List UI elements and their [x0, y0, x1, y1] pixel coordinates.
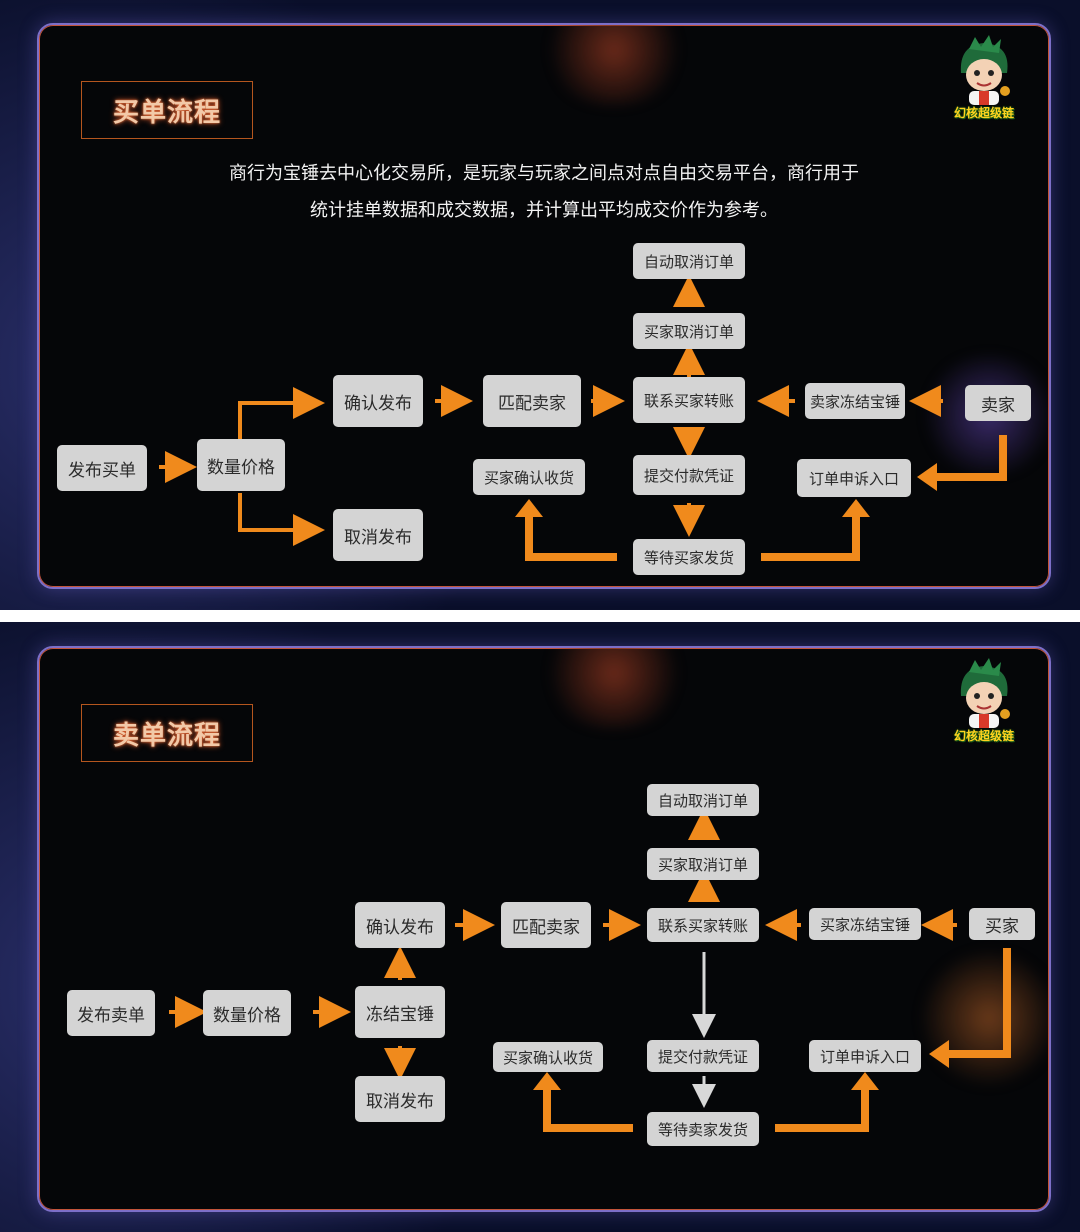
arrow [238, 387, 325, 440]
arrow-thick [775, 1088, 869, 1132]
arrow-thick [525, 515, 617, 561]
brand-logo: 幻核超级链 [939, 35, 1029, 125]
arrow-thick [761, 515, 860, 561]
arrow-thick [933, 435, 1007, 481]
buy-flow-arrows [159, 275, 1007, 561]
node-auto-cancel: 自动取消订单 [647, 784, 759, 816]
logo-text: 幻核超级链 [953, 729, 1014, 743]
arrowhead [533, 1072, 561, 1090]
brand-logo: 幻核超级链 [939, 658, 1029, 748]
sell-title-box: 卖单流程 [81, 704, 253, 762]
node-submit-proof: 提交付款凭证 [647, 1040, 759, 1072]
arrowhead [929, 1040, 949, 1068]
node-seller-freeze: 卖家冻结宝锤 [805, 383, 905, 419]
monkey-mascot-icon [960, 658, 1010, 728]
node-buyer-confirm: 买家确认收货 [473, 459, 585, 495]
node-confirm-publish: 确认发布 [355, 902, 445, 948]
arrowhead [842, 499, 870, 517]
separator [0, 610, 1080, 622]
sell-flow-panel: 卖单流程 幻核超级链 [37, 646, 1051, 1212]
node-match-buyer: 匹配卖家 [501, 902, 591, 948]
node-cancel-publish: 取消发布 [333, 509, 423, 561]
node-wait-ship: 等待卖家发货 [647, 1112, 759, 1146]
arrowhead [917, 463, 937, 491]
sell-flow-arrows [169, 808, 1011, 1132]
buy-description-line-1: 商行为宝锤去中心化交易所，是玩家与玩家之间点对点自由交易平台，商行用于 [229, 163, 859, 184]
node-buyer-freeze: 买家冻结宝锤 [809, 908, 921, 940]
node-buyer: 买家 [969, 908, 1035, 940]
decor-glow [919, 948, 1049, 1088]
arrow-thick [947, 948, 1011, 1058]
node-buyer-cancel: 买家取消订单 [647, 848, 759, 880]
monkey-mascot-icon [960, 35, 1010, 105]
node-publish-buy-order: 发布买单 [57, 445, 147, 491]
node-submit-proof: 提交付款凭证 [633, 455, 745, 495]
node-quantity-price: 数量价格 [203, 990, 291, 1036]
node-appeal: 订单申诉入口 [809, 1040, 921, 1072]
node-confirm-publish: 确认发布 [333, 375, 423, 427]
node-buyer-confirm: 买家确认收货 [493, 1042, 603, 1072]
node-seller: 卖家 [965, 385, 1031, 421]
buy-flow-panel: 买单流程 幻核超级链 商行为宝锤去中心化交易所，是玩家与玩家之间点对点自由交易平… [37, 23, 1051, 589]
node-contact-transfer: 联系买家转账 [633, 377, 745, 423]
node-auto-cancel: 自动取消订单 [633, 243, 745, 279]
node-cancel-publish: 取消发布 [355, 1076, 445, 1122]
node-contact-transfer: 联系买家转账 [647, 908, 759, 942]
logo-text: 幻核超级链 [953, 106, 1014, 120]
arrow-thick [543, 1088, 633, 1132]
arrowhead [851, 1072, 879, 1090]
node-freeze: 冻结宝锤 [355, 986, 445, 1038]
node-wait-ship: 等待买家发货 [633, 539, 745, 575]
buy-description-line-2: 统计挂单数据和成交数据，并计算出平均成交价作为参考。 [310, 200, 778, 221]
node-publish-sell-order: 发布卖单 [67, 990, 155, 1036]
arrow [238, 493, 325, 546]
arrowhead [515, 499, 543, 517]
node-quantity-price: 数量价格 [197, 439, 285, 491]
buy-title-box: 买单流程 [81, 81, 253, 139]
node-buyer-cancel: 买家取消订单 [633, 313, 745, 349]
buy-title: 买单流程 [112, 97, 221, 128]
sell-title: 卖单流程 [112, 720, 221, 751]
node-appeal: 订单申诉入口 [797, 459, 911, 497]
node-match-seller: 匹配卖家 [483, 375, 581, 427]
